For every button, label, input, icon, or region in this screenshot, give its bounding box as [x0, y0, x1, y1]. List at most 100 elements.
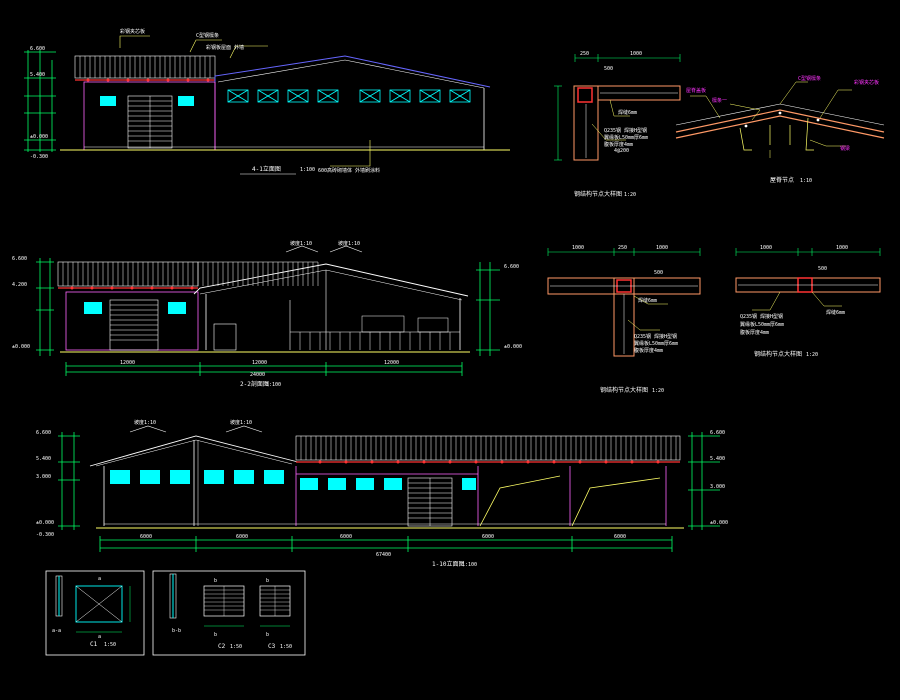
- span-c-2: 6000: [236, 534, 248, 540]
- view-c-scale: 1:100: [462, 562, 477, 568]
- level-c-r3: 3.000: [710, 484, 725, 490]
- c1-mark-a: a: [98, 576, 101, 582]
- detail-2-title: 屋脊节点: [770, 176, 794, 184]
- level-2: 5.400: [30, 72, 45, 78]
- d4-note-steel-3: 腹板厚度4mm: [740, 329, 769, 336]
- window-c3-scale: 1:50: [280, 644, 292, 650]
- span-c-total: 67400: [376, 552, 391, 558]
- span-c-1: 6000: [140, 534, 152, 540]
- slope-label-1: 坡度1:10: [290, 240, 312, 247]
- ridge-label-d: 彩钢夹芯板: [854, 79, 879, 86]
- level-b-2: 4.200: [12, 282, 27, 288]
- d4-note-steel-1: Q235钢 焊接H型钢: [740, 313, 783, 320]
- level-c-r1: 6.600: [710, 430, 725, 436]
- d1-note-steel-2: 翼缘板L50mm厚6mm: [604, 134, 648, 141]
- detail-joint-3: 1000 1000 500 焊缝6mm Q235钢 焊接H型钢 翼缘板L50mm…: [735, 245, 881, 358]
- detail-joint-2: 1000 250 1000 焊缝6mm 500 Q235钢 焊接H型钢 翼缘板L…: [547, 245, 701, 394]
- slope-label-3: 坡度1:10: [134, 419, 156, 426]
- detail-3-scale: 1:20: [652, 388, 664, 394]
- view-b-title: 2-2剖面图: [240, 380, 269, 388]
- window-c2-scale: 1:50: [230, 644, 242, 650]
- level-c-r5: ±0.000: [710, 520, 728, 526]
- level-b-r1: 6.600: [504, 264, 519, 270]
- section-2-2: 坡度1:10 坡度1:10 12000 12000 12000 24000 2-…: [12, 240, 522, 388]
- view-a-title: 4-1立面图: [252, 165, 281, 173]
- d4-note-steel-2: 翼缘板L50mm厚6mm: [740, 321, 784, 328]
- d1-dim-500: 500: [604, 66, 613, 72]
- detail-3-title: 钢结构节点大样图: [600, 386, 648, 394]
- d3-note-steel-1: Q235钢 焊接H型钢: [634, 333, 677, 340]
- span-c-5: 6000: [614, 534, 626, 540]
- ridge-label-e: 钢梁: [840, 145, 850, 152]
- d1-note-weld: 焊缝6mm: [618, 109, 637, 116]
- c1-section: a-a: [52, 628, 61, 634]
- ridge-label-b: 檩条一: [712, 97, 727, 104]
- roof-note-3: 彩钢板屋面 外墙: [206, 44, 244, 51]
- level-6: -0.300: [30, 154, 48, 160]
- d4-dim-1000b: 1000: [836, 245, 848, 251]
- d3-dim-1000a: 1000: [572, 245, 584, 251]
- roof-note-2: C型钢檩条: [196, 32, 219, 39]
- window-c1-scale: 1:50: [104, 642, 116, 648]
- level-c-2: 5.400: [36, 456, 51, 462]
- level-5: ±0.000: [30, 134, 48, 140]
- detail-4-title: 钢结构节点大样图: [754, 350, 802, 358]
- d3-note-weld: 焊缝6mm: [638, 297, 657, 304]
- slope-label-2: 坡度1:10: [338, 240, 360, 247]
- d1-dim-1000: 1000: [630, 51, 642, 57]
- c2-mark-b: b: [214, 578, 217, 584]
- d1-note-bolt: 4@200: [614, 148, 629, 154]
- d4-dim-1000a: 1000: [760, 245, 772, 251]
- view-c-title: 1-10立面图: [432, 560, 464, 568]
- ridge-label-c: C型钢檩条: [798, 75, 821, 82]
- level-c-r2: 5.400: [710, 456, 725, 462]
- detail-2-scale: 1:10: [800, 178, 812, 184]
- span-b-1: 12000: [120, 360, 135, 366]
- level-b-1: 6.600: [12, 256, 27, 262]
- window-detail-c2-c3: b b b b b-b C2 1:50 C3 1:50: [152, 570, 306, 656]
- level-c-6: -0.300: [36, 532, 54, 538]
- window-c1-title: C1: [90, 641, 98, 648]
- view-a-scale: 1:100: [300, 167, 315, 173]
- span-b-total: 24000: [250, 372, 265, 378]
- d1-note-steel-3: 腹板厚度4mm: [604, 141, 633, 148]
- d3-dim-250: 250: [618, 245, 627, 251]
- detail-joint-1: 250 1000 500 焊缝6mm Q235钢 焊接H型钢 翼缘板L50mm厚…: [554, 51, 681, 198]
- ridge-label-a: 屋脊盖板: [686, 87, 706, 94]
- d3-note-steel-2: 翼缘板L50mm厚6mm: [634, 340, 678, 347]
- detail-ridge: 屋脊盖板 檩条一 C型钢檩条 彩钢夹芯板 钢梁 屋脊节点 1:10: [675, 75, 885, 184]
- detail-1-title: 钢结构节点大样图: [574, 190, 622, 198]
- d3-dim-1000b: 1000: [656, 245, 668, 251]
- base-note: 600高砖砌墙体 外墙刷涂料: [318, 167, 380, 174]
- d4-dim-500: 500: [818, 266, 827, 272]
- window-detail-c1: a a a-a C1 1:50: [45, 570, 145, 656]
- slope-label-4: 坡度1:10: [230, 419, 252, 426]
- span-c-4: 6000: [482, 534, 494, 540]
- level-c-5: ±0.000: [36, 520, 54, 526]
- span-b-3: 12000: [384, 360, 399, 366]
- level-b-r5: ±0.000: [504, 344, 522, 350]
- c3-mark-b2: b: [266, 632, 269, 638]
- span-c-3: 6000: [340, 534, 352, 540]
- level-c-1: 6.600: [36, 430, 51, 436]
- roof-note-1: 彩钢夹芯板: [120, 28, 145, 35]
- c1-mark-a2: a: [98, 634, 101, 640]
- d3-note-steel-3: 腹板厚度4mm: [634, 347, 663, 354]
- level-b-5: ±0.000: [12, 344, 30, 350]
- level-c-3: 3.000: [36, 474, 51, 480]
- level-1: 6.600: [30, 46, 45, 52]
- span-b-2: 12000: [252, 360, 267, 366]
- d4-note-weld: 焊缝6mm: [826, 309, 845, 316]
- d1-note-steel-1: Q235钢 焊接H型钢: [604, 127, 647, 134]
- window-c3-title: C3: [268, 643, 276, 650]
- view-b-scale: 1:100: [266, 382, 281, 388]
- detail-1-scale: 1:20: [624, 192, 636, 198]
- c3-mark-b: b: [266, 578, 269, 584]
- elevation-4-1: 彩钢夹芯板 C型钢檩条 彩钢板屋面 外墙 600高砖砌墙体 外墙刷涂料 4-1立…: [24, 28, 510, 175]
- c2-section: b-b: [172, 628, 181, 634]
- c2-mark-b2: b: [214, 632, 217, 638]
- detail-4-scale: 1:20: [806, 352, 818, 358]
- d3-dim-500: 500: [654, 270, 663, 276]
- window-c2-title: C2: [218, 643, 226, 650]
